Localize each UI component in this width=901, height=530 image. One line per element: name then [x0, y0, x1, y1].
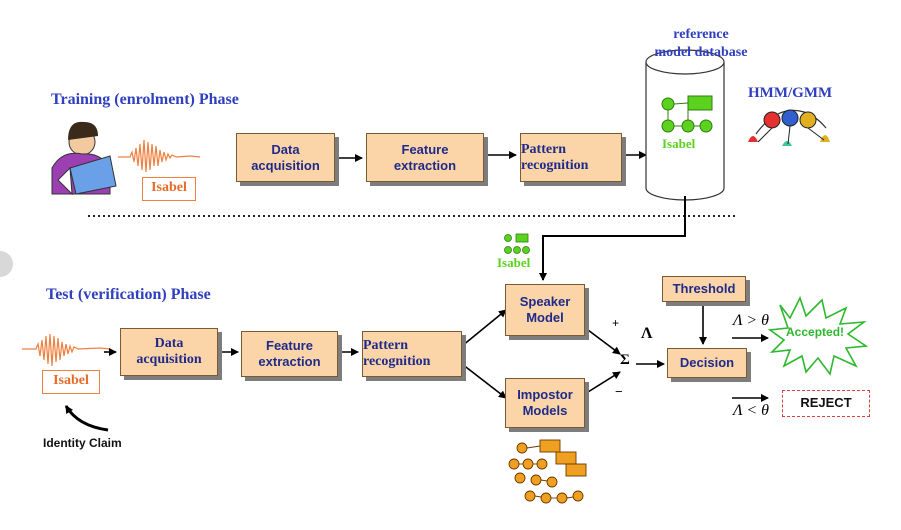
training-data-acquisition-box: Data acquisition [236, 133, 335, 182]
impostor-models-icon [508, 439, 587, 504]
plus-sign: + [612, 316, 620, 330]
test-feature-extraction-label: Feature extraction [258, 338, 321, 369]
hmm-gmm-label: HMM/GMM [748, 85, 833, 101]
model-network-icon [661, 95, 713, 133]
threshold-box: Threshold [662, 276, 746, 302]
threshold-label: Threshold [672, 281, 736, 296]
training-isabel-tag: Isabel [142, 177, 196, 201]
arrow-impostor-to-sum [587, 371, 621, 393]
reject-box: REJECT [782, 390, 870, 417]
arrow-to-speaker [461, 309, 507, 347]
training-waveform-icon [118, 139, 201, 173]
accept-condition: Λ > θ [733, 312, 770, 329]
claimed-model-label: Isabel [497, 255, 531, 270]
training-pattern-recognition-label: Pattern recognition [521, 141, 589, 173]
speaker-person-icon [51, 121, 117, 196]
database-label: reference model database [654, 27, 748, 60]
impostor-models-box: Impostor Models [505, 378, 585, 428]
identity-claim-label: Identity Claim [43, 436, 122, 450]
accepted-starburst [767, 295, 869, 376]
edge-blob [0, 251, 13, 277]
test-feature-extraction-box: Feature extraction [241, 331, 338, 377]
training-feature-extraction-label: Feature extraction [393, 141, 457, 173]
training-feature-extraction-box: Feature extraction [366, 133, 484, 182]
decision-label: Decision [679, 355, 735, 370]
training-phase-title: Training (enrolment) Phase [51, 91, 239, 108]
test-waveform-icon [22, 333, 111, 367]
arrow-to-impostor [461, 363, 507, 399]
training-pattern-recognition-box: Pattern recognition [520, 133, 622, 182]
test-pattern-recognition-label: Pattern recognition [363, 338, 431, 369]
test-phase-title: Test (verification) Phase [46, 286, 211, 303]
lambda-symbol: Λ [641, 325, 653, 342]
arrow-db-to-speaker [539, 196, 686, 281]
impostor-models-label: Impostor Models [517, 387, 573, 418]
reject-condition: Λ < θ [733, 402, 770, 419]
arrow-speaker-to-sum [587, 329, 621, 355]
speaker-model-label: Speaker Model [519, 294, 571, 325]
identity-claim-arrow [64, 405, 109, 432]
test-pattern-recognition-box: Pattern recognition [362, 331, 462, 377]
hmm-gmm-icon [748, 109, 830, 146]
database-model-name: Isabel [662, 136, 696, 151]
training-data-acquisition-label: Data acquisition [251, 141, 320, 173]
speaker-model-box: Speaker Model [505, 284, 585, 336]
test-data-acquisition-box: Data acquisition [120, 328, 218, 376]
accepted-label: Accepted! [786, 325, 845, 339]
decision-box: Decision [667, 348, 747, 378]
test-data-acquisition-label: Data acquisition [136, 336, 202, 367]
minus-sign: − [615, 384, 623, 399]
sum-symbol: Σ [620, 352, 630, 368]
test-isabel-tag: Isabel [42, 370, 100, 394]
claimed-model-icon [504, 233, 530, 254]
